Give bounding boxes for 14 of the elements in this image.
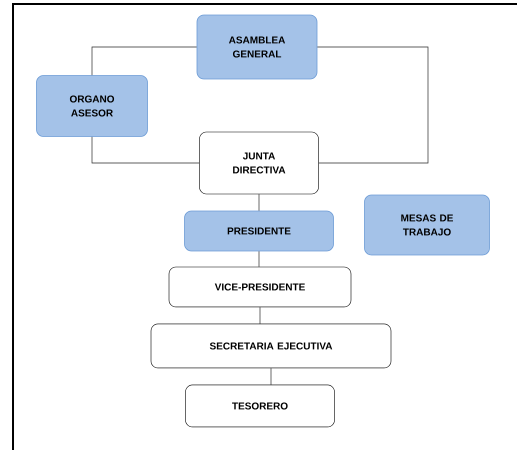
org-box: PRESIDENTE <box>184 210 334 252</box>
connector-line <box>317 46 428 164</box>
org-box: TESORERO <box>185 384 335 428</box>
connector-line <box>258 194 260 211</box>
org-box: ASAMBLEA GENERAL <box>196 14 318 80</box>
org-box: MESAS DE TRABAJO <box>364 194 490 256</box>
connector-line <box>270 368 272 386</box>
connector-line <box>92 46 197 76</box>
connector-line <box>258 251 260 268</box>
org-box: SECRETARIA EJECUTIVA <box>150 324 392 368</box>
org-box: ORGANO ASESOR <box>36 75 148 137</box>
connector-line <box>92 136 200 164</box>
org-box: VICE-PRESIDENTE <box>168 266 352 308</box>
org-box: JUNTA DIRECTIVA <box>199 132 319 194</box>
